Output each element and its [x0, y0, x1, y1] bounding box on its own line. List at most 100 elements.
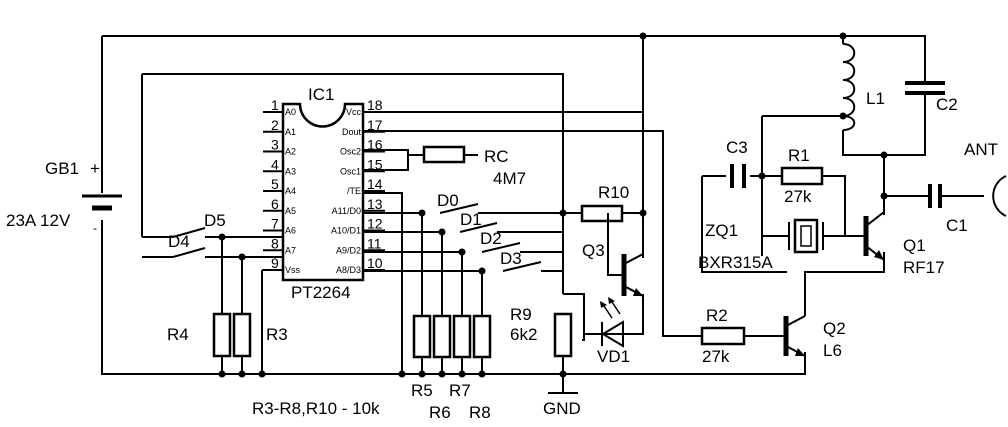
- c3-label: C3: [726, 138, 748, 157]
- c1-label: C1: [946, 216, 968, 235]
- transistor-q2: Q2 L6: [783, 315, 846, 360]
- r10-label: R10: [598, 183, 629, 202]
- switch-d5: D5: [172, 211, 226, 238]
- battery-minus: -: [93, 221, 97, 235]
- ic-pin-number: 17: [367, 117, 383, 133]
- ic-pin-name: Vcc: [346, 107, 362, 117]
- switch-d4-label: D4: [168, 232, 190, 251]
- zq1-part: BXR315A: [698, 253, 773, 272]
- ic-pin-number: 3: [271, 137, 279, 153]
- capacitor-c3: C3: [726, 138, 748, 188]
- r9-value: 6k2: [510, 325, 537, 344]
- ic-pin-name: A9/D2: [336, 245, 361, 255]
- q3-label: Q3: [582, 241, 605, 260]
- rc-name: RC: [484, 147, 509, 166]
- ic-pin-name: A7: [285, 245, 296, 255]
- switch-d3: D3: [500, 249, 542, 272]
- zq1-label: ZQ1: [705, 221, 738, 240]
- switch-d1-label: D1: [460, 210, 482, 229]
- q2-part: L6: [823, 341, 842, 360]
- ic-pin-number: 8: [271, 235, 279, 251]
- switch-d2: D2: [480, 229, 521, 253]
- ic-pin-number: 15: [367, 156, 383, 172]
- ic-pin-name: A11/D0: [332, 206, 361, 216]
- resistor-r3: R3: [232, 312, 288, 358]
- ic-pin-name: A8/D3: [336, 265, 361, 275]
- r6-label: R6: [429, 403, 451, 422]
- ic-pin-number: 10: [367, 255, 383, 271]
- ic-pin-name: Dout: [342, 127, 362, 137]
- ic-pin-name: /TE: [347, 186, 361, 196]
- resistor-r4: R4: [167, 312, 232, 358]
- ic-pin-name: A10/D1: [331, 226, 361, 236]
- r7-label: R7: [449, 381, 471, 400]
- l1-label: L1: [866, 89, 885, 108]
- switch-d3-label: D3: [500, 249, 522, 268]
- ic-pin-name: A2: [285, 147, 296, 157]
- ic-pin-name: A0: [285, 107, 296, 117]
- resistor-rc: RC 4M7: [422, 145, 526, 188]
- r9-label: R9: [510, 305, 532, 324]
- led-vd1: VD1: [584, 297, 642, 366]
- battery-name: GB1: [45, 159, 79, 178]
- ic-pin-name: A3: [285, 166, 296, 176]
- q1-label: Q1: [903, 236, 926, 255]
- switch-d0-label: D0: [437, 191, 459, 210]
- resistor-r6: R6: [429, 314, 452, 422]
- ic-pin-name: Osc1: [340, 166, 361, 176]
- r2-value: 27k: [702, 347, 730, 366]
- r3-label: R3: [266, 325, 288, 344]
- ic-pin-number: 7: [271, 216, 279, 232]
- ant-label: ANT: [964, 140, 998, 159]
- ic-pin-number: 13: [367, 196, 383, 212]
- ic-pin-name: A1: [285, 127, 296, 137]
- resistor-r7: R7: [449, 314, 472, 400]
- capacitor-c2: C2: [905, 81, 958, 114]
- ic-pin-name: Osc2: [340, 147, 361, 157]
- capacitor-c1: C1: [928, 184, 968, 235]
- ground-symbol: GND: [543, 399, 581, 418]
- battery-gb1: GB1 + - 23A 12V: [6, 159, 122, 235]
- switch-d1: D1: [459, 210, 498, 233]
- ic-pin-name: A6: [285, 226, 296, 236]
- switch-d5-label: D5: [204, 211, 226, 230]
- battery-value: 23A 12V: [6, 211, 71, 230]
- ic-pin-number: 1: [271, 97, 279, 113]
- ic-pin-number: 16: [367, 137, 383, 153]
- r1-label: R1: [788, 146, 810, 165]
- r8-label: R8: [469, 403, 491, 422]
- resistor-r10: R10: [580, 183, 629, 223]
- ic-pin-number: 18: [367, 97, 383, 113]
- rc-value: 4M7: [493, 169, 526, 188]
- switch-d0: D0: [437, 191, 479, 214]
- ic-part: PT2264: [291, 283, 351, 302]
- ic-pin-number: 4: [271, 156, 279, 172]
- r2-label: R2: [706, 306, 728, 325]
- ic-pin-number: 9: [271, 255, 279, 271]
- junctions: [218, 32, 888, 378]
- c2-label: C2: [936, 95, 958, 114]
- antenna-ant: ANT: [964, 140, 1007, 217]
- resistor-r2: R2 27k: [700, 306, 746, 366]
- inductor-l1: L1: [842, 43, 885, 131]
- switch-d2-label: D2: [480, 229, 502, 248]
- ic-pins-right: 18Vcc17Dout16Osc215Osc114/TE13A11/D012A1…: [331, 97, 385, 275]
- resistor-r5: R5: [411, 314, 433, 400]
- ic-pin-number: 5: [271, 176, 279, 192]
- ic-pin-number: 2: [271, 117, 279, 133]
- resistor-note: R3-R8,R10 - 10k: [252, 399, 380, 418]
- vd1-label: VD1: [597, 347, 630, 366]
- transistor-q3: Q3: [582, 213, 644, 297]
- r4-label: R4: [167, 325, 189, 344]
- ic-pin-number: 14: [367, 176, 383, 192]
- resistor-r1: R1 27k: [780, 146, 824, 206]
- crystal-zq1: ZQ1 BXR315A: [698, 218, 824, 272]
- r1-value: 27k: [784, 187, 812, 206]
- switch-d4: D4: [168, 232, 206, 258]
- ic-name: IC1: [308, 85, 334, 104]
- battery-plus: +: [90, 159, 100, 178]
- q1-part: RF17: [903, 258, 945, 277]
